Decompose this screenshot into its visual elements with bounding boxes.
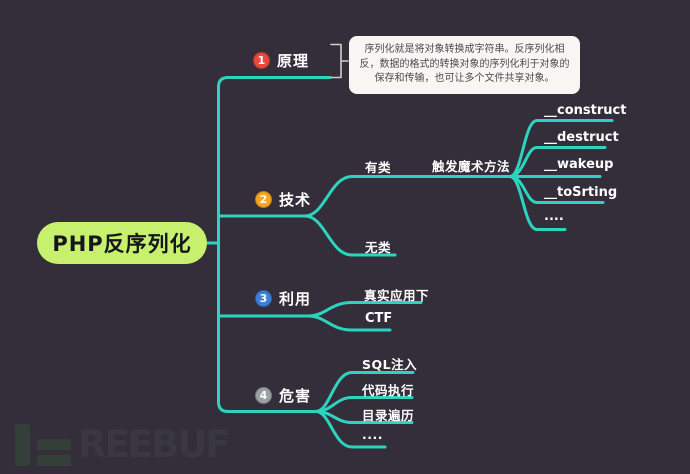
line-magic-more <box>508 175 567 231</box>
root-label: PHP反序列化 <box>52 232 192 256</box>
branch-node-jishu[interactable]: 2 技术 <box>255 189 311 210</box>
node-realworld[interactable]: 真实应用下 <box>364 288 430 303</box>
freebuf-watermark: REEBUF <box>15 422 231 467</box>
badge-2-icon: 2 <box>255 191 272 208</box>
badge-1-icon: 1 <box>253 52 270 69</box>
branch-node-liyong[interactable]: 3 利用 <box>255 288 311 309</box>
branch-label-weihai: 危害 <box>279 387 312 405</box>
trunk-line <box>217 76 332 413</box>
node-wulei[interactable]: 无类 <box>365 240 392 255</box>
node-youlei[interactable]: 有类 <box>365 160 392 175</box>
note-box[interactable]: 序列化就是将对象转换成字符串。反序列化相反，数据的格式的转换对象的序列化利于对象… <box>349 36 580 94</box>
node-ctf[interactable]: CTF <box>365 311 393 326</box>
badge-4-icon: 4 <box>255 387 272 404</box>
badge-3-icon: 3 <box>255 290 272 307</box>
freebuf-logo-bars-icon <box>37 424 71 466</box>
node-magic-methods[interactable]: 触发魔术方法 <box>432 159 511 174</box>
line-youlei <box>303 175 512 218</box>
branch-label-yuanli: 原理 <box>277 52 310 70</box>
branch-label-jishu: 技术 <box>279 191 312 209</box>
line-ctf <box>306 314 392 332</box>
node-harm-more[interactable]: .... <box>362 427 383 442</box>
node-sql-injection[interactable]: SQL注入 <box>362 357 418 372</box>
node-magic-more[interactable]: .... <box>544 209 564 224</box>
line-harm-more <box>314 410 387 449</box>
root-node[interactable]: PHP反序列化 <box>37 222 207 264</box>
line-wulei <box>303 214 397 257</box>
branch-label-liyong: 利用 <box>279 290 312 308</box>
node-code-exec[interactable]: 代码执行 <box>362 383 415 398</box>
node-dir-traversal[interactable]: 目录遍历 <box>362 408 415 423</box>
node-destruct[interactable]: __destruct <box>544 130 619 145</box>
watermark-text: REEBUF <box>78 422 231 467</box>
node-wakeup[interactable]: __wakeup <box>544 157 614 172</box>
node-tosrting[interactable]: __toSrting <box>544 185 618 200</box>
branch-node-yuanli[interactable]: 1 原理 <box>253 50 309 71</box>
node-construct[interactable]: __construct <box>544 103 627 118</box>
branch-node-weihai[interactable]: 4 危害 <box>255 385 311 406</box>
note-bracket <box>330 43 349 79</box>
freebuf-logo-icon <box>15 424 30 466</box>
